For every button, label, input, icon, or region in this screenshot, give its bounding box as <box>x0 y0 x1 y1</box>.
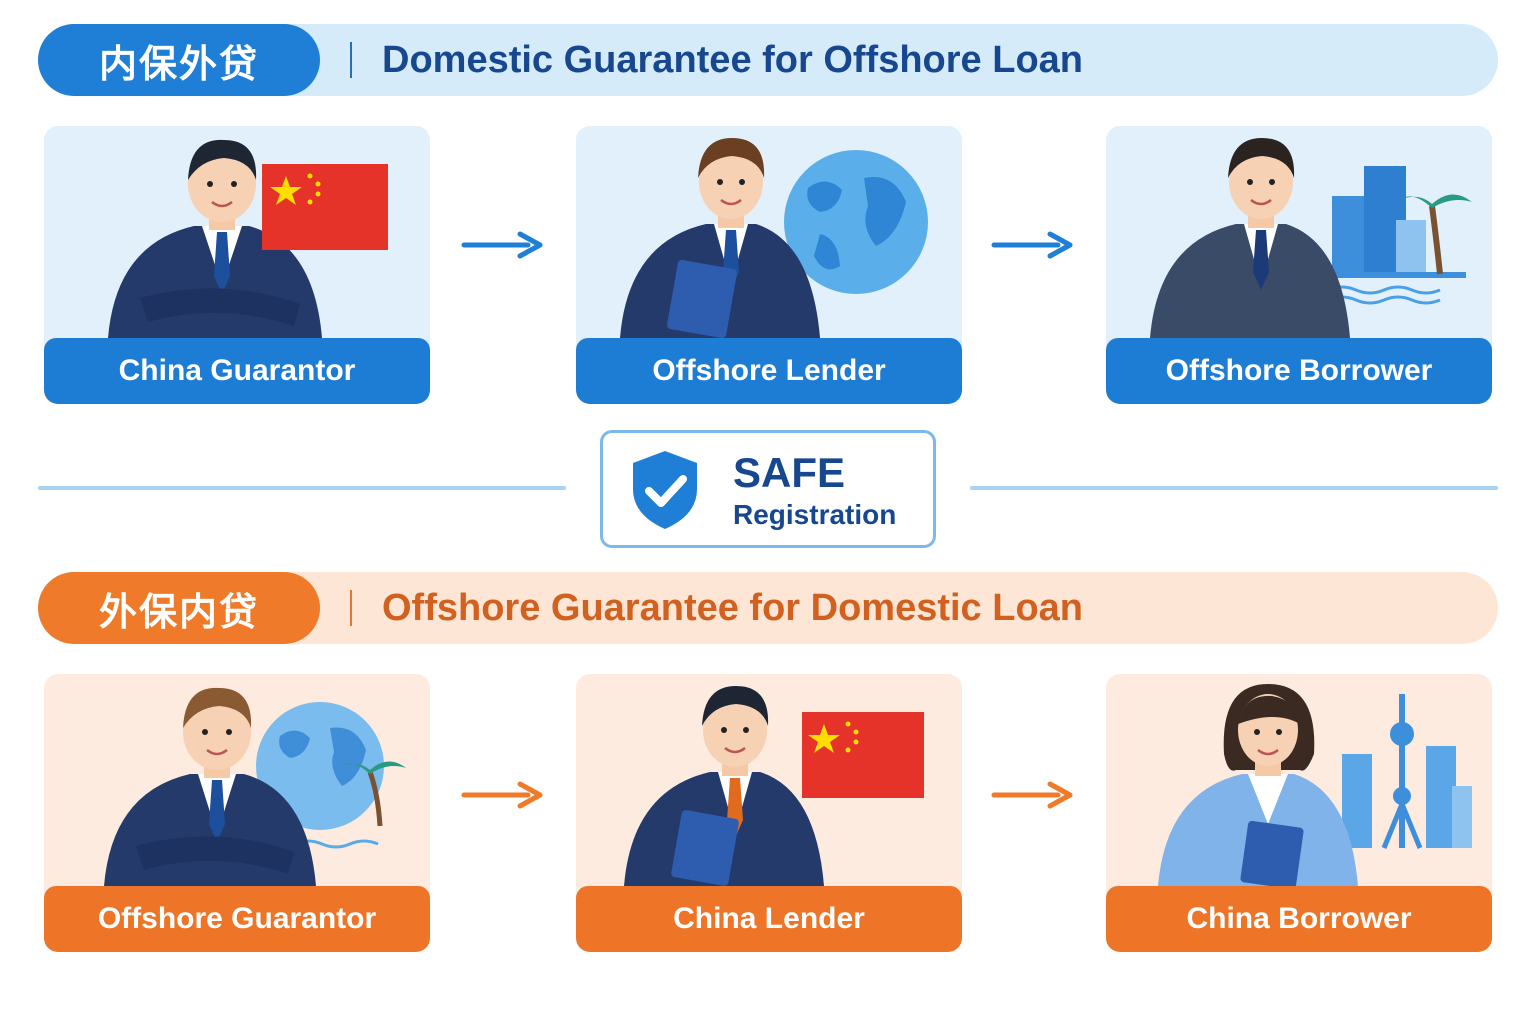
offshore-banner: 外保内贷 Offshore Guarantee for Domestic Loa… <box>38 572 1498 644</box>
offshore-chinese-title: 外保内贷 <box>38 572 320 644</box>
banner-separator <box>350 590 352 626</box>
china-guarantor-card: China Guarantor <box>44 126 430 404</box>
china-lender-card: China Lender <box>576 674 962 952</box>
safe-registration-box: SAFE Registration <box>600 430 936 548</box>
offshore-guarantor-label: Offshore Guarantor <box>44 886 430 952</box>
offshore-lender-label: Offshore Lender <box>576 338 962 404</box>
palm-tree-icon <box>367 771 383 827</box>
china-borrower-illustration <box>1158 684 1472 890</box>
offshore-lender-illustration <box>620 138 928 339</box>
arrow-right-icon <box>991 781 1073 809</box>
offshore-borrower-illustration <box>1150 138 1472 338</box>
domestic-banner: 内保外贷 Domestic Guarantee for Offshore Loa… <box>38 24 1498 96</box>
shield-check-icon <box>633 451 697 529</box>
globe-icon <box>784 150 928 294</box>
safe-subtitle: Registration <box>733 499 897 530</box>
offshore-guarantor-illustration <box>104 687 406 886</box>
china-guarantor-illustration <box>108 139 388 338</box>
china-borrower-card: China Borrower <box>1106 674 1492 952</box>
safe-title: SAFE <box>733 449 846 496</box>
china-flag-icon <box>262 164 388 250</box>
arrow-right-icon <box>461 231 543 259</box>
china-flag-icon <box>802 712 924 798</box>
domestic-english-title: Domestic Guarantee for Offshore Loan <box>382 38 1084 81</box>
china-lender-illustration <box>624 686 924 886</box>
china-guarantor-label: China Guarantor <box>44 338 430 404</box>
banner-separator <box>350 42 352 78</box>
divider-right <box>970 486 1498 490</box>
divider-left <box>38 486 566 490</box>
offshore-english-title: Offshore Guarantee for Domestic Loan <box>382 586 1084 629</box>
offshore-guarantor-card: Offshore Guarantor <box>44 674 430 952</box>
offshore-lender-card: Offshore Lender <box>576 126 962 404</box>
arrow-right-icon <box>461 781 543 809</box>
palm-tree-icon <box>1429 205 1443 275</box>
china-lender-label: China Lender <box>576 886 962 952</box>
offshore-borrower-card: Offshore Borrower <box>1106 126 1492 404</box>
china-borrower-label: China Borrower <box>1106 886 1492 952</box>
offshore-borrower-label: Offshore Borrower <box>1106 338 1492 404</box>
domestic-chinese-title: 内保外贷 <box>38 24 320 96</box>
arrow-right-icon <box>991 231 1073 259</box>
